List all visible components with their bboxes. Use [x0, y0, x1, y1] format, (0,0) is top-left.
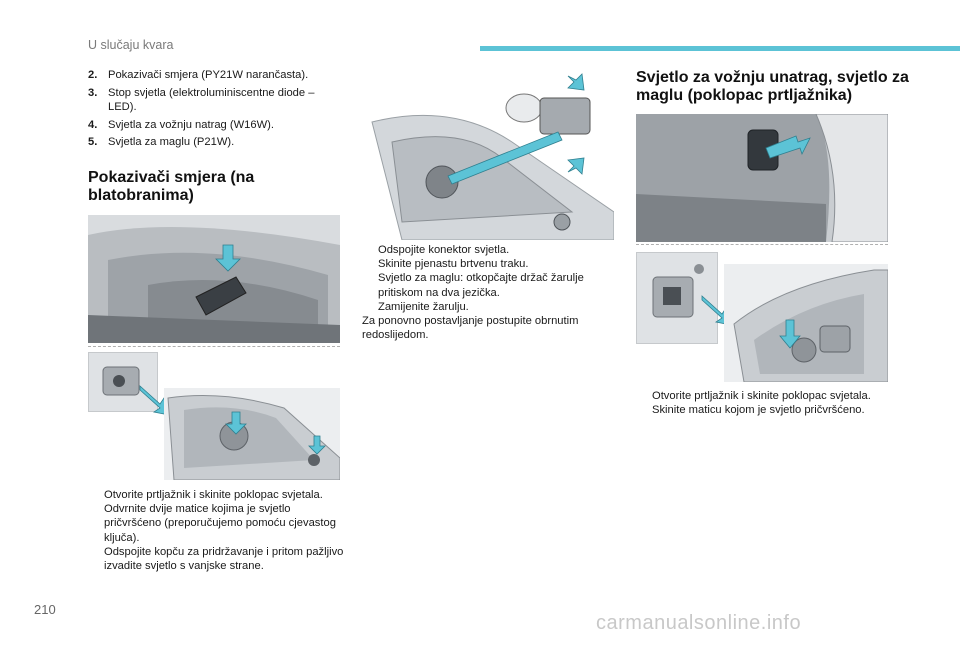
section-heading-fender-indicators: Pokazivači smjera (na blatobranima): [88, 169, 255, 204]
bullet-icon: [362, 300, 378, 314]
list-item: 2.Pokazivači smjera (PY21W narančasta).: [88, 69, 309, 81]
list-item: Odspojite kopču za pridržavanje i pritom…: [88, 545, 346, 573]
tailgate-illustration: [636, 114, 888, 242]
arrow-icon: [765, 135, 811, 159]
section-heading-tailgate-lights: Svjetlo za vožnju unatrag, svjetlo za ma…: [636, 69, 909, 104]
bulb-list: 2.Pokazivači smjera (PY21W narančasta). …: [88, 68, 338, 153]
steps-bulb-replace: Odspojite konektor svjetla. Skinite pjen…: [362, 243, 614, 342]
figure-lamp-back-fender: [164, 388, 340, 480]
bullet-icon: [636, 389, 652, 403]
figure-trunk-side-panel: [88, 215, 340, 343]
bullet-icon: [88, 488, 104, 502]
list-item: Odvrnite dvije matice kojima je svjetlo …: [88, 502, 346, 545]
inset-illustration: [89, 353, 157, 411]
arrow-icon: [447, 131, 563, 185]
arrow-icon: [308, 435, 326, 455]
trunk-panel-illustration: [88, 215, 340, 343]
lamp-back-illustration: [167, 395, 340, 480]
bullet-icon: [362, 257, 378, 271]
arrow-icon: [779, 319, 801, 349]
arrow-icon: [215, 244, 241, 272]
list-item: 3.Stop svjetla (elektroluminiscentne dio…: [88, 86, 315, 114]
steps-tailgate-lights: Otvorite prtljažnik i skinite poklopac s…: [636, 389, 906, 417]
figure-divider: [636, 244, 888, 245]
figure-inset-cover: [88, 352, 158, 412]
list-item: 5.Svjetla za maglu (P21W).: [88, 136, 235, 148]
list-item: Otvorite prtljažnik i skinite poklopac s…: [636, 389, 906, 403]
arrow-icon: [225, 411, 247, 435]
running-header: U slučaju kvara: [88, 38, 174, 52]
figure-lamp-back-tailgate: [724, 264, 888, 382]
list-item: Skinite maticu kojom je svjetlo pričvršć…: [636, 403, 906, 417]
list-item: Zamijenite žarulju.: [362, 300, 614, 314]
bullet-icon: [362, 243, 378, 257]
bullet-icon: [362, 271, 378, 299]
bullet-icon: [88, 545, 104, 573]
list-item: Otvorite prtljažnik i skinite poklopac s…: [88, 488, 346, 502]
reassembly-note: Za ponovno postavljanje postupite obrnut…: [362, 315, 579, 342]
page-number: 210: [34, 602, 56, 617]
watermark: carmanualsonline.info: [596, 612, 802, 634]
steps-fender-indicators: Otvorite prtljažnik i skinite poklopac s…: [88, 488, 346, 573]
figure-tailgate: [636, 114, 888, 242]
bullet-icon: [88, 502, 104, 545]
bullet-icon: [636, 403, 652, 417]
bulb-holder-illustration: [371, 73, 614, 240]
list-item: Skinite pjenastu brtvenu traku.: [362, 257, 614, 271]
list-item: Odspojite konektor svjetla.: [362, 243, 614, 257]
arrow-icon: [567, 157, 585, 175]
header-accent-bar: [480, 46, 960, 51]
tailgate-lamp-illustration: [733, 269, 888, 382]
list-item: Svjetlo za maglu: otkopčajte držač žarul…: [362, 271, 614, 299]
list-item: 4.Svjetla za vožnju natrag (W16W).: [88, 118, 275, 131]
figure-divider: [88, 346, 340, 347]
figure-bulb-holder: [362, 72, 614, 240]
arrow-icon: [567, 73, 585, 91]
